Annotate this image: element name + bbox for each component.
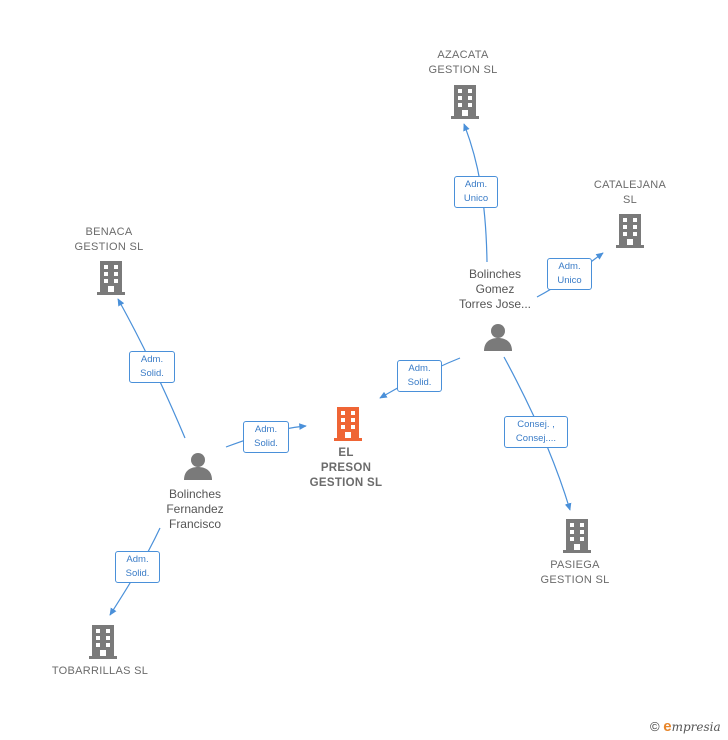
edge-label-gomez-preson: Adm. Solid. xyxy=(397,360,442,392)
edge-label-gomez-catalejana: Adm. Unico xyxy=(547,258,592,290)
bolinches-gomez-person-icon[interactable] xyxy=(483,322,513,352)
copyright-icon: © xyxy=(650,719,660,734)
azacata-label[interactable]: AZACATA GESTION SL xyxy=(428,49,498,76)
bolinches-gomez-label[interactable]: Bolinches Gomez Torres Jose... xyxy=(458,267,532,311)
edge-label-gomez-pasiega: Consej. , Consej.... xyxy=(504,416,568,448)
edge-label-gomez-azacata: Adm. Unico xyxy=(454,176,498,208)
empresia-logo-text: mpresia xyxy=(671,720,721,734)
benaca-label[interactable]: BENACA GESTION SL xyxy=(74,226,144,253)
benaca-building-icon[interactable] xyxy=(95,260,127,296)
el-preson-building-icon[interactable] xyxy=(332,406,364,442)
pasiega-building-icon[interactable] xyxy=(561,518,593,554)
tobarrillas-building-icon[interactable] xyxy=(87,624,119,660)
el-preson-label[interactable]: EL PRESON GESTION SL xyxy=(309,447,383,489)
bolinches-fernandez-label[interactable]: Bolinches Fernandez Francisco xyxy=(166,487,224,531)
catalejana-label[interactable]: CATALEJANA SL xyxy=(593,179,667,206)
pasiega-label[interactable]: PASIEGA GESTION SL xyxy=(540,559,610,586)
empresia-logo-e: e xyxy=(663,718,672,735)
tobarrillas-label[interactable]: TOBARRILLAS SL xyxy=(51,665,149,677)
catalejana-building-icon[interactable] xyxy=(614,213,646,249)
edge-label-fernandez-benaca: Adm. Solid. xyxy=(129,351,175,383)
edge-label-fernandez-preson: Adm. Solid. xyxy=(243,421,289,453)
empresia-footer: © empresia xyxy=(650,718,721,735)
bolinches-fernandez-person-icon[interactable] xyxy=(183,451,213,481)
azacata-building-icon[interactable] xyxy=(449,84,481,120)
edge-label-fernandez-tobarrillas: Adm. Solid. xyxy=(115,551,160,583)
